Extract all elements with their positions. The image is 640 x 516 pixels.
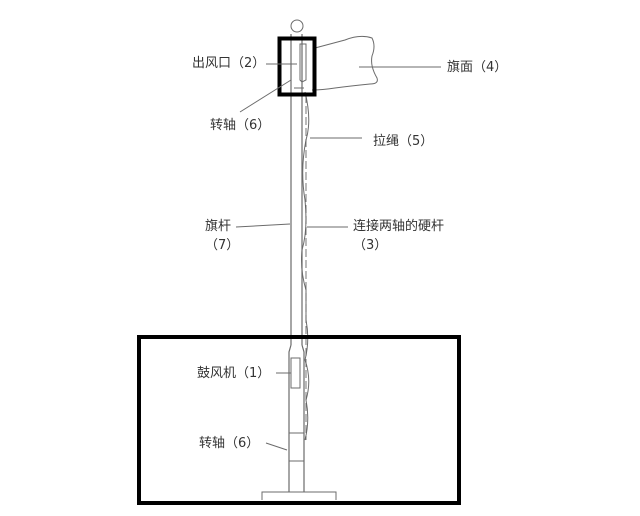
top-highlight-box — [277, 36, 317, 97]
label-pole: 旗杆 — [205, 219, 232, 234]
housing-right — [301, 344, 305, 492]
leader-top-shaft — [239, 79, 292, 113]
pull-rope — [301, 91, 310, 441]
label-pole-number: （7） — [205, 238, 240, 253]
leader-pole — [235, 223, 291, 228]
leader-bottom-shaft — [265, 442, 288, 451]
label-rod: 连接两轴的硬杆 — [353, 219, 445, 234]
blower-unit — [290, 357, 301, 389]
label-bottom-shaft: 转轴（6） — [199, 436, 260, 451]
bottom-highlight-box — [137, 335, 461, 505]
flag-surface — [311, 35, 378, 91]
finial-ball — [290, 19, 304, 33]
label-blower: 鼓风机（1） — [197, 366, 271, 381]
label-rope: 拉绳（5） — [373, 134, 434, 149]
label-rod-number: （3） — [353, 238, 388, 253]
pole-base — [261, 491, 337, 500]
label-flag-surface: 旗面（4） — [447, 60, 508, 75]
label-outlet: 出风口（2） — [192, 56, 266, 71]
housing-left — [288, 344, 292, 492]
label-top-shaft: 转轴（6） — [210, 118, 271, 133]
outlet-nozzle — [299, 43, 307, 83]
